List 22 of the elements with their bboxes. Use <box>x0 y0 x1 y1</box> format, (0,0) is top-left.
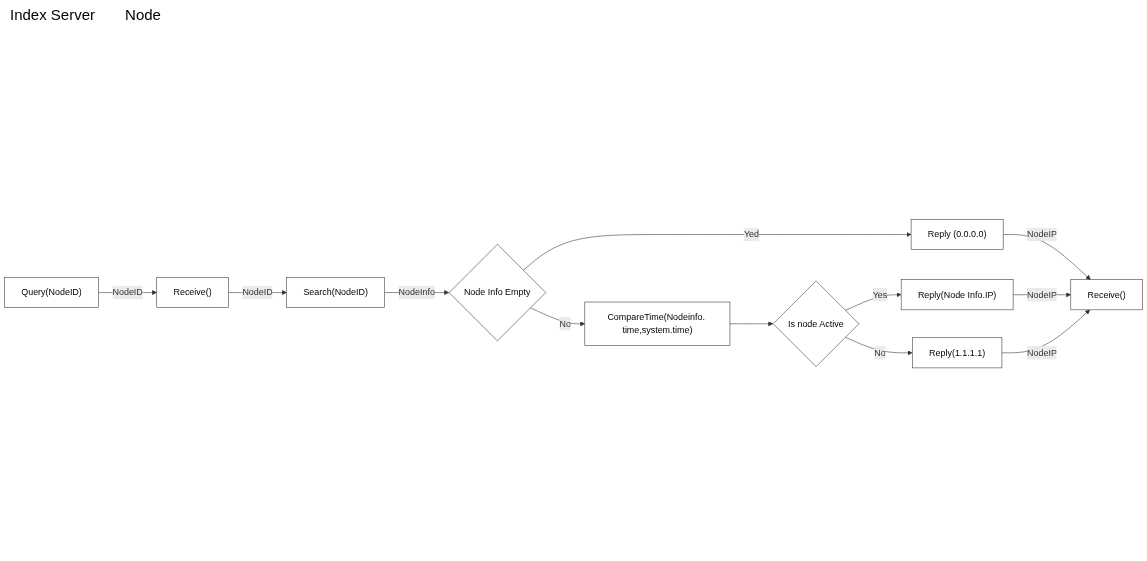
lane-label: Index Server <box>10 6 96 23</box>
edge-label: No <box>559 319 571 329</box>
edge-label: NodeID <box>242 287 273 298</box>
node-box: Reply(Node Info.IP) <box>900 279 1014 311</box>
node-box: Search(NodeID) <box>286 277 385 309</box>
node-box: Query(NodeID) <box>4 277 99 309</box>
edge-label: Yes <box>872 290 888 300</box>
edge-label: NodeIP <box>1027 290 1057 300</box>
edge-label: Yed <box>743 229 759 240</box>
node-box: Receive() <box>1070 279 1143 311</box>
edge-label: No <box>874 348 886 358</box>
edge-label: NodeIP <box>1027 348 1057 358</box>
edge-label: NodeID <box>112 287 143 298</box>
lane-label: Node <box>125 6 161 23</box>
edge-label: NodeInfo <box>398 287 435 298</box>
node-box: Reply(1.1.1.1) <box>912 337 1003 369</box>
node-diamond: Node Info Empty <box>448 244 547 342</box>
edge-label: NodeIP <box>1027 229 1057 240</box>
node-box: CompareTime(Nodeinfo. time,system.time) <box>584 302 731 347</box>
node-box: Receive() <box>156 277 229 309</box>
node-diamond: Is node Active <box>772 280 860 368</box>
node-box: Reply (0.0.0.0) <box>910 219 1004 251</box>
